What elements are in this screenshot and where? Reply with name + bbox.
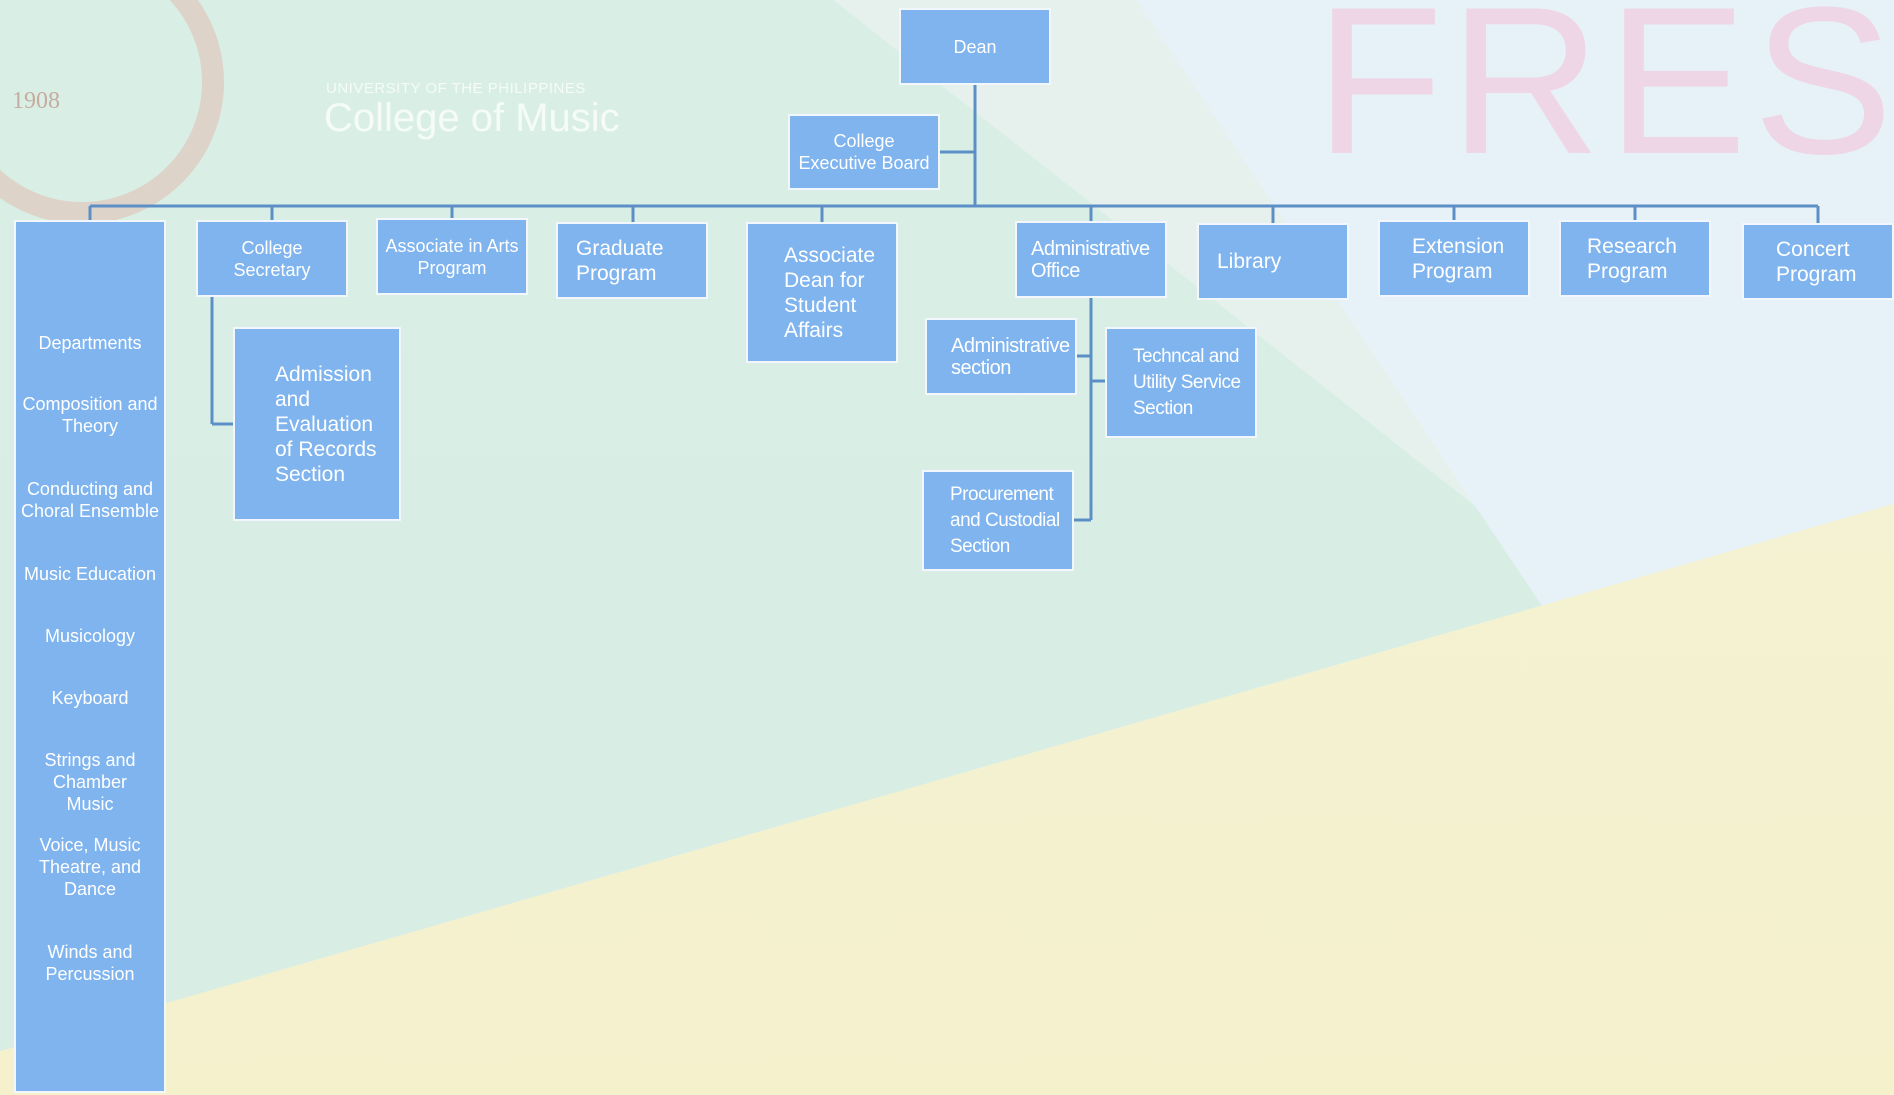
banner-watermark: FRESH [1315,0,1894,198]
dept-voice: Voice, Music Theatre, and Dance [38,835,142,899]
seal-year: 1908 [12,88,60,114]
administrative-office-box: Administrative Office [1015,221,1167,298]
concert-program-box: Concert Program [1742,223,1894,300]
associate-in-arts-box: Associate in Arts Program [376,218,528,295]
administrative-section-box: Administrative section [925,318,1077,395]
technical-section-label: Techncal and Utility Service Section [1133,345,1241,419]
college-secretary-label: College Secretary [233,237,311,280]
graduate-program-label: Graduate Program [576,236,664,285]
graduate-program-box: Graduate Program [556,222,708,299]
dept-conducting: Conducting and Choral Ensemble [20,479,160,521]
executive-board-label: College Executive Board [798,131,930,173]
research-program-box: Research Program [1559,220,1711,297]
procurement-section-label: Procurement and Custodial Section [950,483,1060,557]
research-program-label: Research Program [1587,234,1677,283]
associate-dean-box: Associate Dean for Student Affairs [746,222,898,363]
dept-music-education: Music Education [23,564,157,584]
university-watermark: UNIVERSITY OF THE PHILIPPINES [326,80,586,97]
library-box: Library [1197,223,1349,300]
administrative-office-label: Administrative Office [1031,237,1150,282]
procurement-section-box: Procurement and Custodial Section [922,470,1074,571]
admission-section-label: Admission and Evaluation of Records Sect… [275,362,377,486]
technical-section-box: Techncal and Utility Service Section [1105,327,1257,438]
concert-program-label: Concert Program [1776,237,1857,286]
college-watermark: College of Music [324,96,620,140]
dean-label: Dean [953,36,997,57]
associate-in-arts-label: Associate in Arts Program [385,235,519,278]
departments-panel: Departments Composition and Theory Condu… [14,220,166,1093]
dept-strings: Strings and Chamber Music [44,750,136,814]
extension-program-box: Extension Program [1378,220,1530,297]
library-label: Library [1217,250,1282,273]
dept-winds: Winds and Percussion [45,942,135,984]
administrative-section-label: Administrative section [951,334,1070,379]
executive-board-box: College Executive Board [788,114,940,190]
dean-box: Dean [899,8,1051,85]
college-secretary-box: College Secretary [196,220,348,297]
dept-musicology: Musicology [44,626,136,646]
associate-dean-label: Associate Dean for Student Affairs [784,243,876,342]
dept-heading: Departments [38,333,142,353]
admission-section-box: Admission and Evaluation of Records Sect… [233,327,401,521]
dept-keyboard: Keyboard [51,688,129,708]
dept-composition: Composition and Theory [22,394,158,436]
extension-program-label: Extension Program [1412,234,1505,283]
